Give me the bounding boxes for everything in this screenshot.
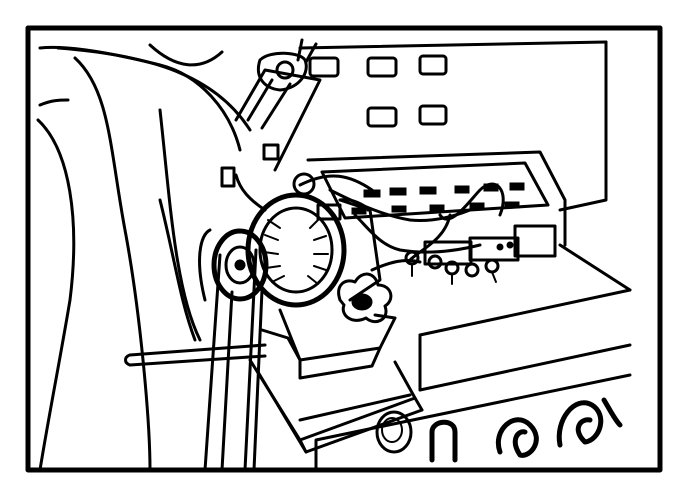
test-cable-plugs [353, 182, 505, 285]
test-bench-cabinet [298, 40, 632, 472]
panel-switches [351, 182, 525, 215]
electrical-leads [298, 174, 472, 272]
alternator-pulley [198, 228, 269, 302]
cabinet-side-section [423, 224, 557, 266]
alternator-body [245, 192, 382, 308]
mounting-slide-rail [248, 358, 424, 454]
clamp-knob [337, 272, 393, 323]
panel-gauge-windows [308, 54, 448, 128]
picture-frame [25, 25, 663, 473]
mounting-cradle [260, 308, 397, 380]
horizontal-support-rod [124, 343, 267, 367]
swing-arm-bracket [220, 38, 322, 212]
left-machine-housing [36, 43, 252, 472]
cabinet-front-controls [375, 397, 623, 463]
